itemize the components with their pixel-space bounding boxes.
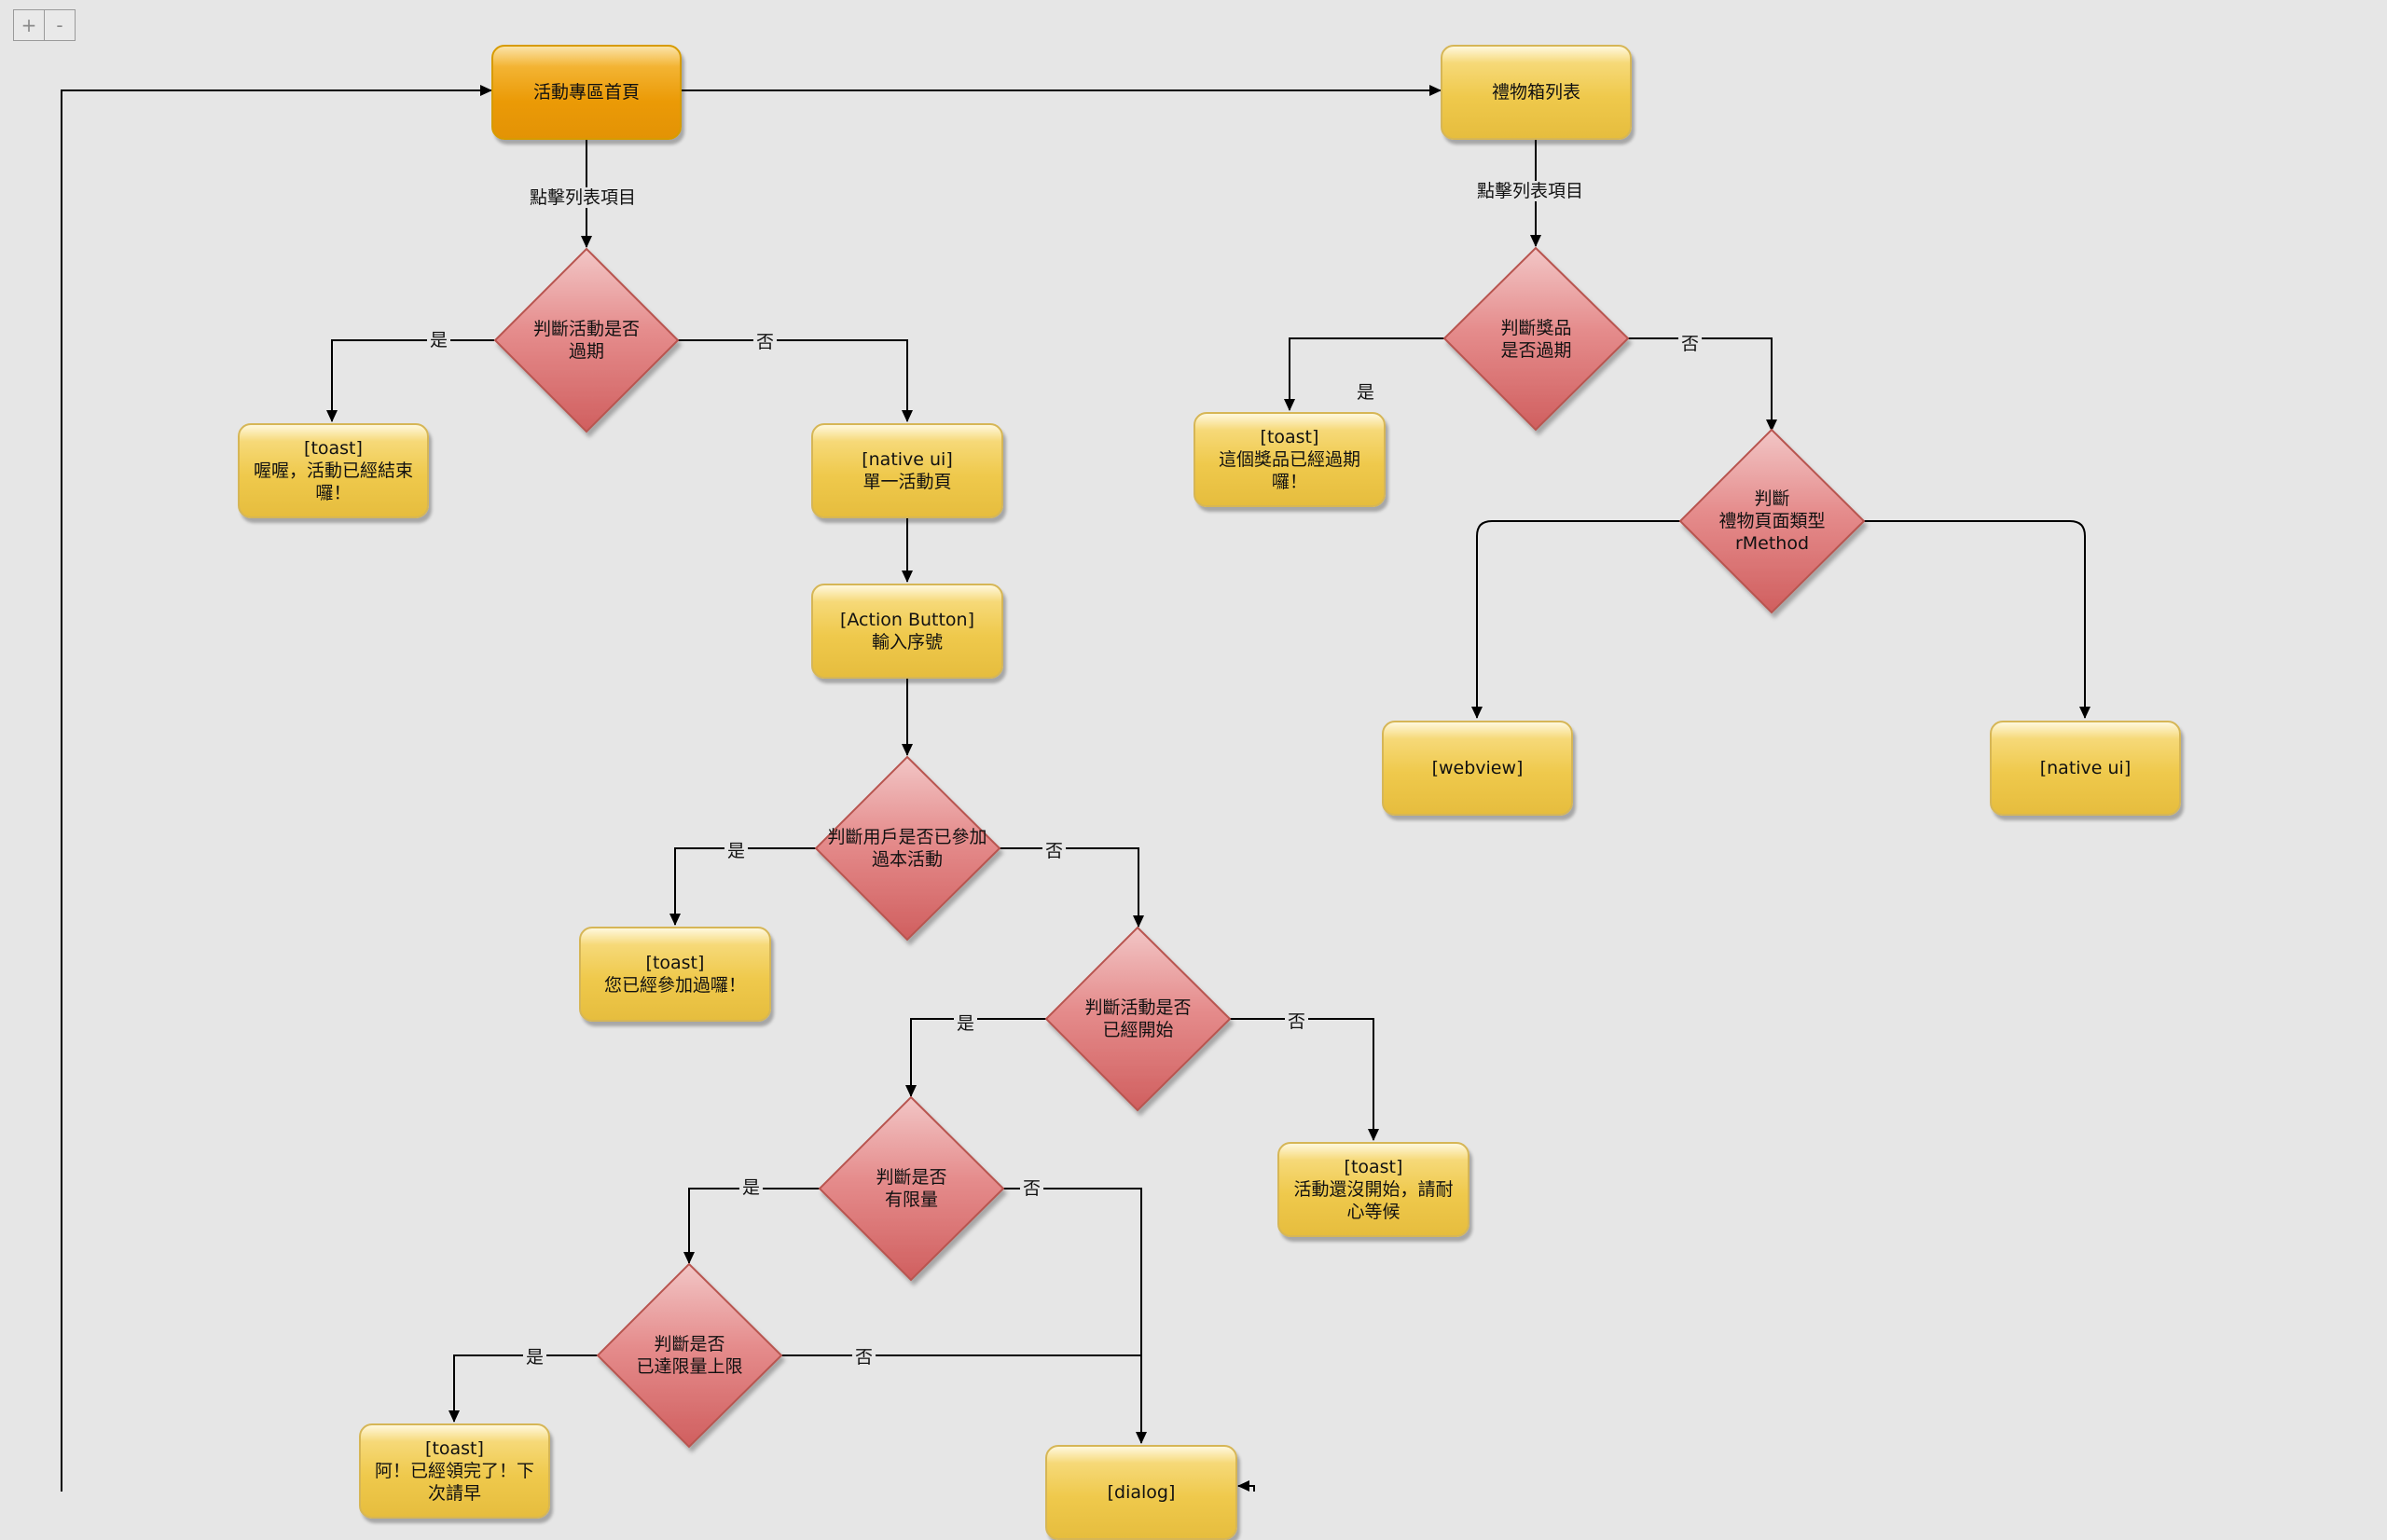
edge-joined-no <box>1000 847 1144 928</box>
node-toast-not-started[interactable]: [toast] 活動還沒開始，請耐 心等候 <box>1277 1142 1469 1237</box>
zoom-in-button[interactable]: + <box>13 9 45 41</box>
decision-activity-expired-shape <box>493 247 680 433</box>
decision-has-limit-shape <box>818 1095 1005 1282</box>
edge-expired-no <box>678 339 913 422</box>
edge-label-yes: 是 <box>1354 382 1378 403</box>
node-toast-already-joined[interactable]: [toast] 您已經參加過囉！ <box>579 927 771 1022</box>
decision-activity-started[interactable]: 判斷活動是否 已經開始 <box>1084 997 1192 1040</box>
decision-limit-reached-shape <box>596 1262 783 1449</box>
edge-label-click-list-item-right: 點擊列表項目 <box>1474 181 1587 201</box>
node-toast-sold-out[interactable]: [toast] 阿！已經領完了！下 次請早 <box>359 1423 550 1519</box>
decision-user-joined-shape <box>814 755 1001 942</box>
edge-prize-yes <box>1284 337 1444 411</box>
edge-label-no: 否 <box>753 332 778 352</box>
edge-prize-no <box>1628 337 1777 432</box>
edge-label-yes: 是 <box>724 841 749 861</box>
node-dialog[interactable]: [dialog] <box>1045 1445 1237 1540</box>
flowchart-canvas <box>61 85 2090 1492</box>
decision-activity-expired[interactable]: 判斷活動是否 過期 <box>532 319 640 362</box>
decision-gift-page-type-shape <box>1678 428 1866 614</box>
edge-reached-yes <box>448 1354 598 1423</box>
edge-type-to-webview <box>1471 520 1680 719</box>
node-activity-home[interactable]: 活動專區首頁 <box>491 45 682 140</box>
edge-label-yes: 是 <box>739 1177 764 1198</box>
edge-limit-yes <box>683 1188 820 1264</box>
decision-user-joined[interactable]: 判斷用戶是否已參加 過本活動 <box>827 827 987 870</box>
edge-started-yes <box>905 1018 1046 1097</box>
node-action-button[interactable]: [Action Button] 輸入序號 <box>811 584 1003 679</box>
node-gift-list[interactable]: 禮物箱列表 <box>1441 45 1632 140</box>
edge-label-yes: 是 <box>523 1347 547 1368</box>
zoom-out-button[interactable]: - <box>44 9 76 41</box>
edge-type-to-native <box>1864 520 2090 719</box>
edge-joined-yes <box>669 847 816 926</box>
edge-loop-to-home <box>61 85 492 1492</box>
node-toast-prize-expired[interactable]: [toast] 這個獎品已經過期 囉！ <box>1194 412 1386 507</box>
node-toast-activity-ended[interactable]: [toast] 喔喔，活動已經結束 囉！ <box>238 423 429 518</box>
decision-gift-page-type[interactable]: 判斷 禮物頁面類型 rMethod <box>1718 488 1826 554</box>
edge-label-click-list-item-left: 點擊列表項目 <box>527 187 640 208</box>
edge-limit-no <box>1003 1188 1147 1444</box>
edge-label-no: 否 <box>1285 1011 1309 1032</box>
decision-prize-expired[interactable]: 判斷獎品 是否過期 <box>1500 317 1572 361</box>
decision-limit-reached[interactable]: 判斷是否 已達限量上限 <box>636 1334 743 1377</box>
edge-expired-yes <box>326 339 494 422</box>
edge-label-no: 否 <box>1042 841 1067 861</box>
decision-prize-expired-shape <box>1442 246 1630 432</box>
edge-label-yes: 是 <box>427 330 451 351</box>
edge-label-no: 否 <box>852 1347 876 1368</box>
edge-label-no: 否 <box>1020 1178 1044 1199</box>
edge-started-no <box>1230 1018 1379 1141</box>
node-gift-native-ui[interactable]: [native ui] <box>1990 721 2181 816</box>
node-webview[interactable]: [webview] <box>1382 721 1573 816</box>
decision-activity-started-shape <box>1044 926 1232 1112</box>
edge-label-no: 否 <box>1678 334 1703 354</box>
edge-label-yes: 是 <box>954 1013 978 1034</box>
node-single-activity-page[interactable]: [native ui] 單一活動頁 <box>811 423 1003 518</box>
decision-has-limit[interactable]: 判斷是否 有限量 <box>876 1167 947 1210</box>
edge-into-dialog-right <box>1237 1480 1255 1492</box>
